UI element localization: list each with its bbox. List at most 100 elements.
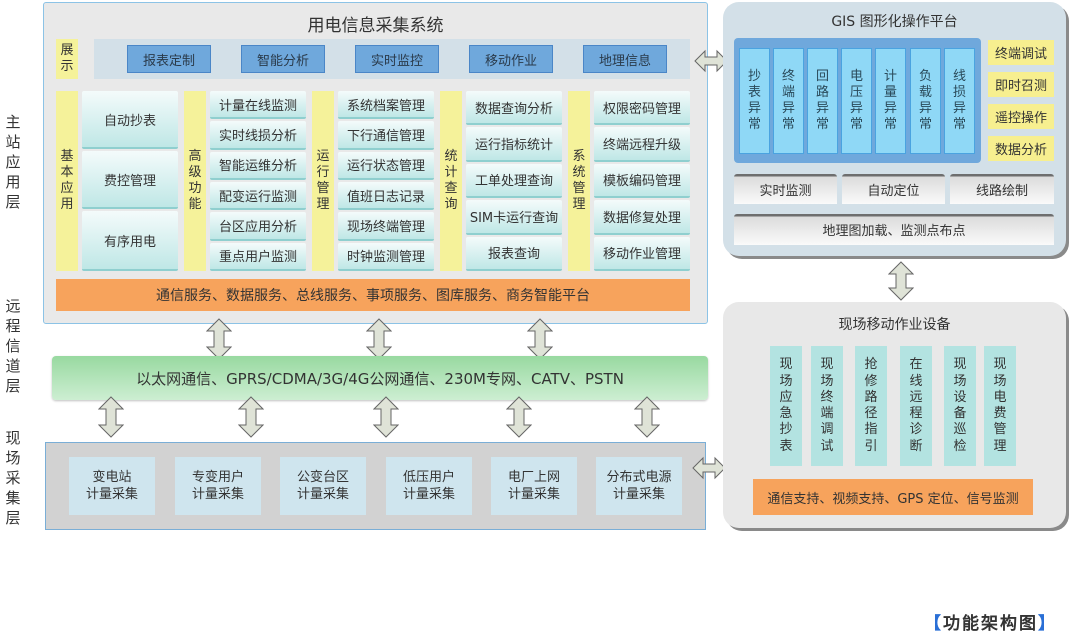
statistics-item[interactable]: 工单处理查询 (466, 163, 562, 199)
system-item[interactable]: 终端远程升级 (594, 127, 690, 162)
group-label-advanced: 高级功能 (184, 91, 206, 271)
char: 表 (747, 84, 761, 100)
gis-anomaly-item[interactable]: 终端异常 (773, 48, 804, 154)
statistics-item[interactable]: 运行指标统计 (466, 127, 562, 162)
mobile-function-item[interactable]: 现场终端调试 (811, 346, 843, 466)
field-item-line1: 变电站 (92, 470, 132, 485)
field-item[interactable]: 电厂上网计量采集 (491, 457, 577, 515)
field-item[interactable]: 公变台区计量采集 (280, 457, 366, 515)
arrow-main-channel-1 (206, 318, 232, 360)
advanced-item[interactable]: 实时线损分析 (210, 121, 306, 150)
advanced-item[interactable]: 重点用户监测 (210, 242, 306, 271)
char: 异 (952, 101, 966, 116)
mobile-function-item[interactable]: 现场电费管理 (984, 346, 1016, 466)
char: 常 (747, 117, 761, 133)
gis-map-bar[interactable]: 地理图加载、监测点布点 (734, 214, 1054, 245)
char: 终 (781, 68, 795, 84)
gis-anomaly-item[interactable]: 线损异常 (944, 48, 975, 154)
gis-side-button[interactable]: 遥控操作 (988, 104, 1054, 129)
field-item[interactable]: 低压用户计量采集 (386, 457, 472, 515)
gis-tool-button[interactable]: 自动定位 (842, 174, 945, 204)
field-item[interactable]: 分布式电源计量采集 (596, 457, 682, 515)
caption-bracket-close: 】 (1038, 614, 1057, 634)
advanced-item[interactable]: 台区应用分析 (210, 212, 306, 241)
char: 基 (60, 148, 74, 164)
char: 能 (188, 197, 202, 213)
char: 查 (444, 181, 458, 196)
advanced-item[interactable]: 智能运维分析 (210, 151, 306, 180)
char: 异 (747, 101, 761, 116)
gis-anomaly-item[interactable]: 负载异常 (910, 48, 941, 154)
char: 异 (918, 101, 932, 116)
basic-item[interactable]: 费控管理 (82, 151, 178, 209)
statistics-item[interactable]: 报表查询 (466, 236, 562, 271)
operation-item[interactable]: 现场终端管理 (338, 212, 434, 241)
gis-tool-button[interactable]: 线路绘制 (950, 174, 1054, 204)
display-button-mobile[interactable]: 移动作业 (469, 45, 553, 73)
char: 现 (993, 357, 1007, 373)
operation-item[interactable]: 值班日志记录 (338, 182, 434, 211)
double-arrow-vertical-icon (634, 396, 660, 438)
gis-anomaly-item[interactable]: 回路异常 (807, 48, 838, 154)
char: 用 (5, 173, 21, 191)
char: 在 (909, 357, 923, 373)
operation-item[interactable]: 时钟监测管理 (338, 242, 434, 271)
char: 展 (60, 42, 74, 58)
gis-anomaly-item[interactable]: 计量异常 (875, 48, 906, 154)
system-item[interactable]: 权限密码管理 (594, 91, 690, 126)
operation-item[interactable]: 运行状态管理 (338, 151, 434, 180)
gis-tool-button[interactable]: 实时监测 (734, 174, 837, 204)
field-item[interactable]: 变电站计量采集 (69, 457, 155, 515)
char: 断 (909, 438, 923, 454)
gis-anomaly-item[interactable]: 电压异常 (841, 48, 872, 154)
gis-side-button[interactable]: 即时召测 (988, 72, 1054, 97)
operation-item[interactable]: 下行通信管理 (338, 121, 434, 150)
gis-side-button[interactable]: 数据分析 (988, 136, 1054, 161)
char: 现 (779, 357, 793, 373)
statistics-item[interactable]: SIM卡运行查询 (466, 200, 562, 235)
operation-item[interactable]: 系统档案管理 (338, 91, 434, 120)
char: 常 (815, 117, 829, 133)
advanced-item[interactable]: 计量在线监测 (210, 91, 306, 120)
display-button-monitor[interactable]: 实时监控 (355, 45, 439, 73)
basic-item[interactable]: 有序用电 (82, 211, 178, 271)
double-arrow-vertical-icon (506, 396, 532, 438)
char: 回 (815, 68, 829, 84)
arrow-channel-field-3 (373, 396, 399, 438)
advanced-item[interactable]: 配变运行监测 (210, 182, 306, 211)
display-button-analysis[interactable]: 智能分析 (241, 45, 325, 73)
mobile-function-item[interactable]: 抢修路径指引 (855, 346, 887, 466)
char: 主 (5, 113, 21, 131)
display-button-report[interactable]: 报表定制 (127, 45, 211, 73)
basic-item[interactable]: 自动抄表 (82, 91, 178, 149)
statistics-item[interactable]: 数据查询分析 (466, 91, 562, 126)
char: 常 (952, 117, 966, 133)
system-item[interactable]: 数据修复处理 (594, 200, 690, 235)
double-arrow-vertical-icon (366, 318, 392, 360)
char: 端 (820, 406, 834, 421)
system-item[interactable]: 移动作业管理 (594, 236, 690, 271)
char: 巡 (953, 422, 967, 438)
display-label: 展示 (56, 39, 78, 79)
system-item[interactable]: 模板编码管理 (594, 163, 690, 199)
char: 本 (60, 164, 74, 180)
arrow-channel-field-4 (506, 396, 532, 438)
char: 费 (993, 406, 1007, 421)
mobile-function-item[interactable]: 现场设备巡检 (944, 346, 976, 466)
char: 统 (444, 148, 458, 164)
service-bar: 通信服务、数据服务、总线服务、事项服务、图库服务、商务智能平台 (56, 279, 690, 311)
mobile-function-item[interactable]: 在线远程诊断 (900, 346, 932, 466)
char: 理 (316, 197, 330, 213)
char: 检 (953, 438, 967, 454)
mobile-function-item[interactable]: 现场应急抄表 (770, 346, 802, 466)
char: 异 (781, 101, 795, 116)
char: 电 (993, 389, 1007, 405)
field-item-line1: 分布式电源 (606, 470, 672, 485)
char: 高 (188, 148, 202, 164)
display-button-geo[interactable]: 地理信息 (583, 45, 667, 73)
char: 端 (781, 84, 795, 100)
gis-anomaly-item[interactable]: 抄表异常 (739, 48, 770, 154)
gis-side-button[interactable]: 终端调试 (988, 40, 1054, 65)
field-item[interactable]: 专变用户计量采集 (175, 457, 261, 515)
